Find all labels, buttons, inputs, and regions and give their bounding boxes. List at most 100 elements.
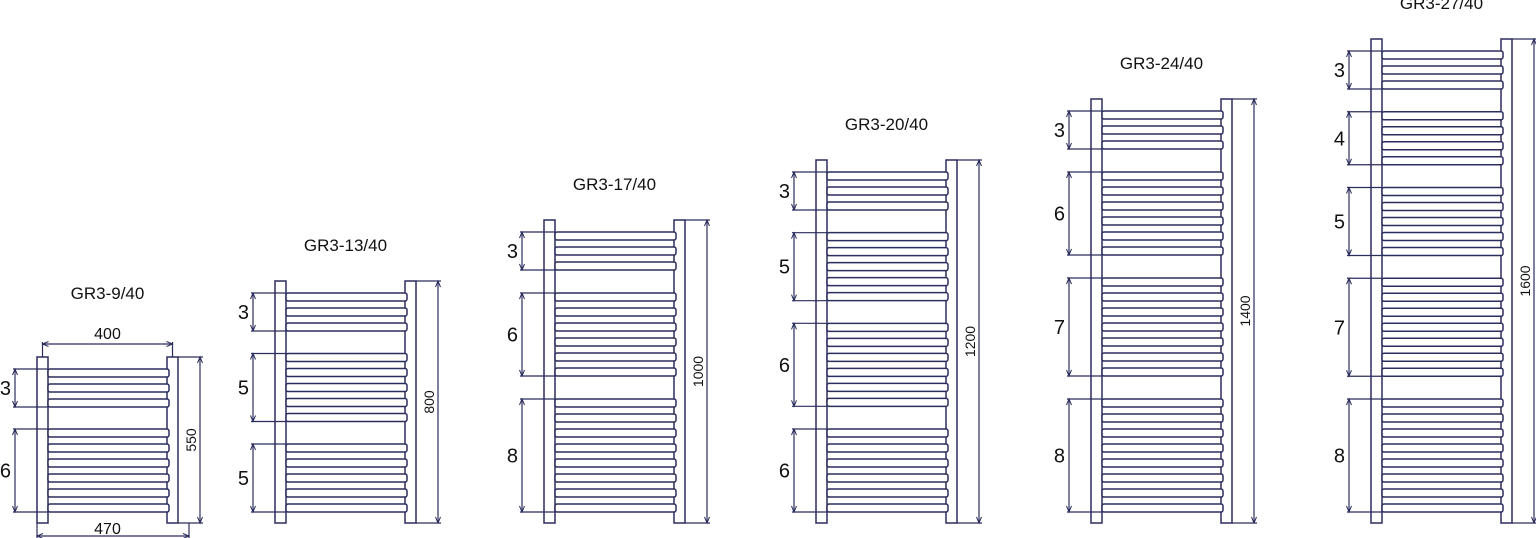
bar-group-count: 3 — [1334, 60, 1345, 82]
bar-group-count: 3 — [507, 241, 518, 263]
height-label: 1000 — [690, 356, 706, 387]
arrow-head — [1066, 109, 1072, 118]
towel-bar — [554, 261, 677, 271]
towel-bar — [554, 292, 677, 302]
left-post — [36, 356, 49, 524]
towel-bar — [554, 231, 677, 241]
towel-bar — [1101, 201, 1224, 211]
towel-bar — [285, 503, 408, 513]
towel-bar — [826, 276, 949, 287]
towel-bar — [1381, 186, 1504, 197]
arrow-head — [1346, 110, 1352, 118]
arrow-head — [519, 505, 525, 514]
arrow-head — [1346, 49, 1352, 58]
towel-bar — [554, 428, 677, 438]
left-post — [543, 219, 556, 524]
bar-group-count: 3 — [0, 378, 11, 400]
height-label: 1400 — [1237, 295, 1253, 326]
towel-bar — [1101, 398, 1224, 408]
towel-bar — [1381, 352, 1504, 362]
arrow-head — [791, 505, 797, 514]
height-label: 1600 — [1517, 265, 1533, 296]
towel-bar — [826, 458, 949, 468]
towel-bar — [47, 503, 170, 513]
towel-bar — [1381, 80, 1504, 90]
towel-bar — [285, 458, 408, 468]
arrow-head — [519, 230, 525, 239]
arrow-head — [12, 505, 18, 514]
towel-bar — [826, 367, 949, 378]
right-post — [166, 356, 179, 524]
towel-bar — [47, 383, 170, 393]
arrow-head — [1066, 397, 1072, 406]
bar-group-count: 6 — [779, 461, 790, 483]
towel-bar — [47, 473, 170, 483]
towel-bar — [1381, 246, 1504, 257]
bar-group-count: 7 — [1334, 317, 1345, 339]
arrow-head — [1251, 97, 1257, 106]
arrow-head — [1251, 516, 1257, 525]
bar-group-count: 8 — [1054, 446, 1065, 468]
towel-bar — [826, 291, 949, 302]
towel-bar — [1381, 458, 1504, 468]
model-title: GR3-9/40 — [71, 284, 145, 303]
arrow-head — [1066, 170, 1072, 179]
towel-bar — [285, 473, 408, 483]
towel-bar — [826, 246, 949, 257]
towel-bar — [47, 488, 170, 498]
towel-bar — [554, 246, 677, 256]
bar-group-count: 5 — [1334, 212, 1345, 234]
bar-group-count: 5 — [238, 378, 249, 400]
towel-bar — [1381, 126, 1504, 136]
arrow-head — [519, 263, 525, 272]
towel-bar — [1101, 307, 1224, 317]
towel-bar — [1381, 367, 1504, 377]
towel-bar — [1101, 125, 1224, 135]
towel-bar — [47, 368, 170, 378]
towel-bar — [554, 473, 677, 483]
towel-bar — [554, 398, 677, 408]
arrow-head — [12, 427, 18, 436]
arrow-head — [791, 400, 797, 408]
arrow-head — [1346, 276, 1352, 285]
towel-bar — [554, 413, 677, 423]
towel-bar — [826, 352, 949, 363]
towel-bar — [285, 397, 408, 408]
towel-bar — [285, 292, 408, 302]
arrow-head — [250, 505, 256, 514]
arrow-head — [1066, 248, 1072, 257]
arrow-head — [791, 427, 797, 436]
towel-bar — [1381, 156, 1504, 166]
arrow-head — [435, 516, 441, 525]
height-label: 550 — [183, 428, 199, 452]
arrow-head — [250, 442, 256, 451]
arrow-head — [1346, 158, 1352, 167]
bar-group-count: 6 — [0, 461, 11, 483]
towel-bar — [1381, 216, 1504, 227]
towel-bar — [1101, 186, 1224, 196]
towel-bar — [826, 186, 949, 196]
towel-bar — [1381, 322, 1504, 332]
towel-bar — [554, 443, 677, 453]
bar-group-count: 3 — [779, 181, 790, 203]
towel-bar — [1381, 413, 1504, 423]
bar-group-count: 6 — [1054, 204, 1065, 226]
towel-bar — [1381, 50, 1504, 60]
arrow-head — [791, 294, 797, 302]
height-label: 1200 — [962, 326, 978, 357]
towel-bar — [1101, 292, 1224, 302]
bar-group-count: 3 — [238, 302, 249, 324]
bar-group-count: 8 — [1334, 446, 1345, 468]
towel-bar — [1101, 443, 1224, 453]
towel-bar — [826, 201, 949, 211]
towel-bar — [1101, 503, 1224, 513]
towel-bar — [1101, 110, 1224, 120]
model-title: GR3-20/40 — [845, 115, 928, 134]
towel-bar — [554, 488, 677, 498]
towel-bar — [47, 458, 170, 468]
